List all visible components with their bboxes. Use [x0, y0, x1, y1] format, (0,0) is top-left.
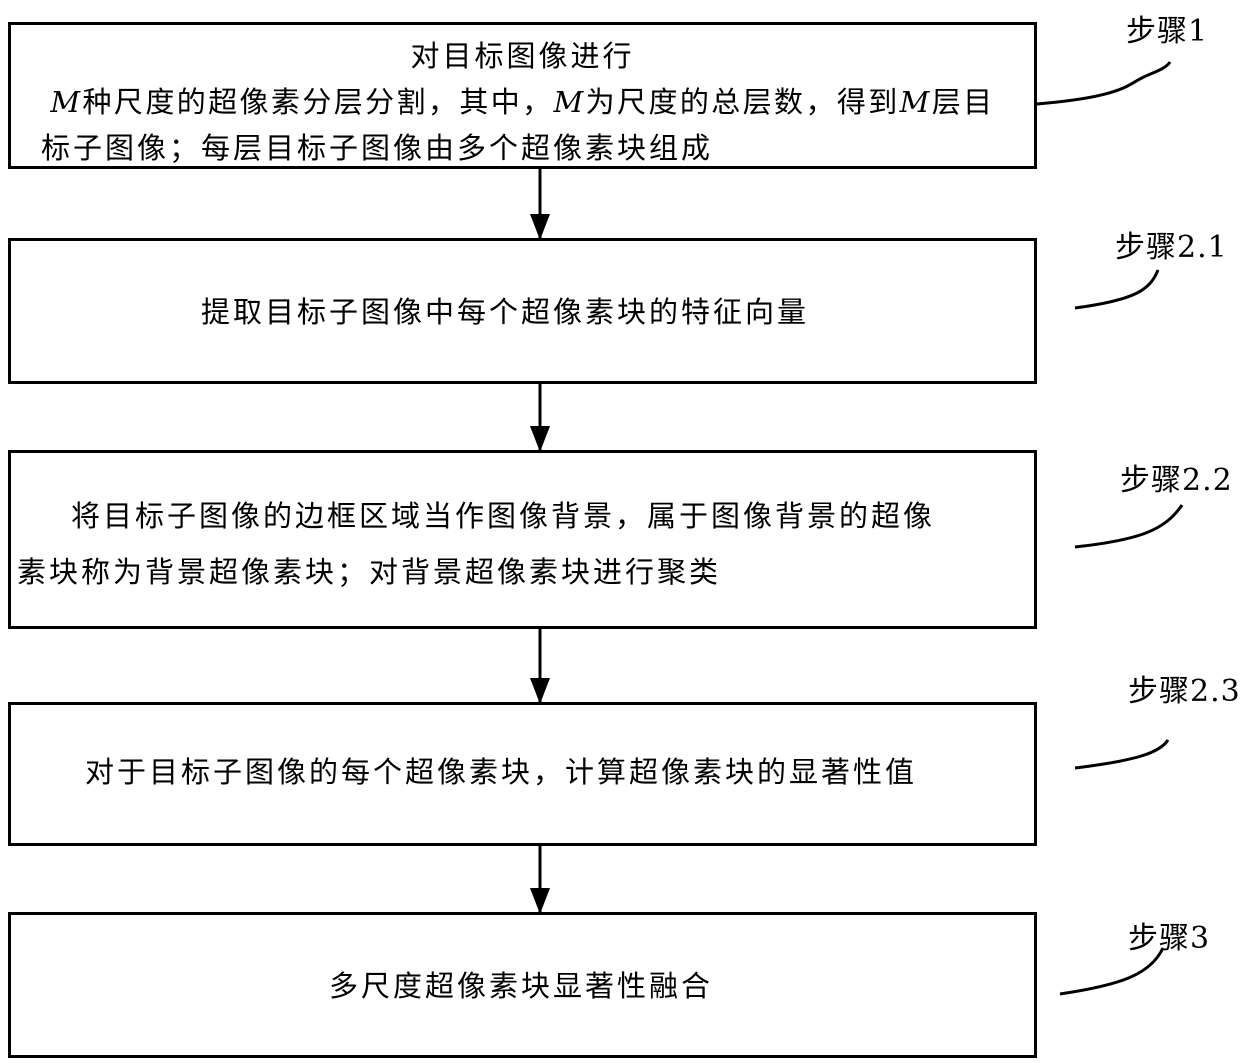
step2-3-label: 步骤2.3 — [1128, 666, 1240, 710]
leader-step2-1 — [1075, 270, 1158, 308]
step1-line2-part-c: 层目 — [932, 85, 995, 119]
step2-3-text: 对于目标子图像的每个超像素块，计算超像素块的显著性值 — [85, 749, 1034, 796]
arrowhead-step2-2-to-step2-3 — [530, 678, 550, 704]
leader-step2-3 — [1075, 740, 1168, 768]
step3-label: 步骤3 — [1128, 913, 1210, 957]
leader-step1 — [1037, 62, 1170, 104]
step1-var-m2: M — [554, 85, 586, 119]
step1-line3: 标子图像；每层目标子图像由多个超像素块组成 — [41, 125, 1034, 172]
arrowhead-step1-to-step2-1 — [530, 214, 550, 240]
label-leaders — [1037, 62, 1182, 994]
step1-var-m1: M — [50, 85, 82, 119]
step2-2-line2: 素块称为背景超像素块；对背景超像素块进行聚类 — [17, 549, 1034, 596]
step2-2-label: 步骤2.2 — [1120, 455, 1233, 499]
step3-box: 多尺度超像素块显著性融合 — [8, 912, 1037, 1058]
step1-label: 步骤1 — [1126, 6, 1208, 50]
step2-2-line1: 将目标子图像的边框区域当作图像背景，属于图像背景的超像 — [71, 493, 1034, 540]
leader-step2-2 — [1075, 505, 1182, 547]
step1-line2-part-b: 为尺度的总层数，得到 — [586, 85, 900, 119]
step2-1-label: 步骤2.1 — [1115, 222, 1228, 266]
step3-text: 多尺度超像素块显著性融合 — [329, 963, 1034, 1010]
step1-var-m3: M — [900, 85, 932, 119]
step1-line2-part-a: 种尺度的超像素分层分割，其中， — [83, 85, 554, 119]
arrowhead-step2-1-to-step2-2 — [530, 426, 550, 452]
step2-1-box: 提取目标子图像中每个超像素块的特征向量 — [8, 238, 1037, 384]
step1-line2: M种尺度的超像素分层分割，其中，M为尺度的总层数，得到M层目 — [11, 79, 1034, 126]
arrowhead-step2-3-to-step3 — [530, 888, 550, 914]
step1-box: 对目标图像进行 M种尺度的超像素分层分割，其中，M为尺度的总层数，得到M层目 标… — [8, 22, 1037, 169]
step2-3-box: 对于目标子图像的每个超像素块，计算超像素块的显著性值 — [8, 702, 1037, 846]
step2-2-box: 将目标子图像的边框区域当作图像背景，属于图像背景的超像 素块称为背景超像素块；对… — [8, 450, 1037, 629]
step1-line1: 对目标图像进行 — [11, 33, 1034, 80]
step2-1-text: 提取目标子图像中每个超像素块的特征向量 — [201, 289, 1034, 336]
